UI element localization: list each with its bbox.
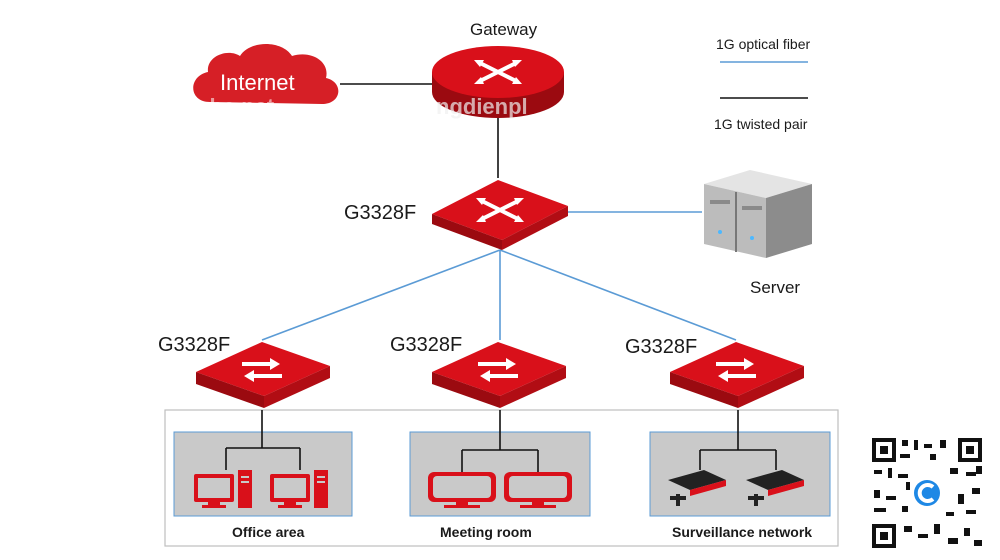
office-wiring <box>225 410 301 470</box>
camera-icon <box>746 470 804 506</box>
pc-icon <box>194 470 252 508</box>
cloud-icon <box>193 44 339 104</box>
server-label: Server <box>750 278 801 297</box>
legend-twisted-label: 1G twisted pair <box>714 116 808 132</box>
watermark-left: ohe.net <box>196 94 275 119</box>
legend-fiber-label: 1G optical fiber <box>716 36 811 52</box>
surveillance-wiring <box>699 410 777 470</box>
meeting-room-label: Meeting room <box>440 524 532 540</box>
switch-icon <box>196 342 330 408</box>
link-core-left <box>261 249 501 341</box>
access-right-label: G3328F <box>625 336 698 358</box>
watermark-center: ngdienpl <box>436 94 528 119</box>
access-left-label: G3328F <box>158 334 231 356</box>
pc-icon <box>270 470 328 508</box>
switch-icon <box>432 180 568 250</box>
monitor-icon <box>428 472 496 508</box>
gateway-label: Gateway <box>470 20 538 39</box>
router-icon <box>432 46 564 118</box>
office-area-label: Office area <box>232 524 305 540</box>
monitor-icon <box>504 472 572 508</box>
qr-code-icon <box>870 436 984 550</box>
meeting-wiring <box>461 410 539 472</box>
link-core-right <box>499 249 737 341</box>
switch-icon <box>432 342 566 408</box>
access-frame <box>164 409 839 547</box>
camera-icon <box>668 470 726 506</box>
core-switch-label: G3328F <box>344 202 417 224</box>
surveillance-label: Surveillance network <box>672 524 813 540</box>
access-mid-label: G3328F <box>390 334 463 356</box>
switch-icon <box>670 342 804 408</box>
server-icon <box>704 170 812 258</box>
internet-label: Internet <box>220 70 295 95</box>
